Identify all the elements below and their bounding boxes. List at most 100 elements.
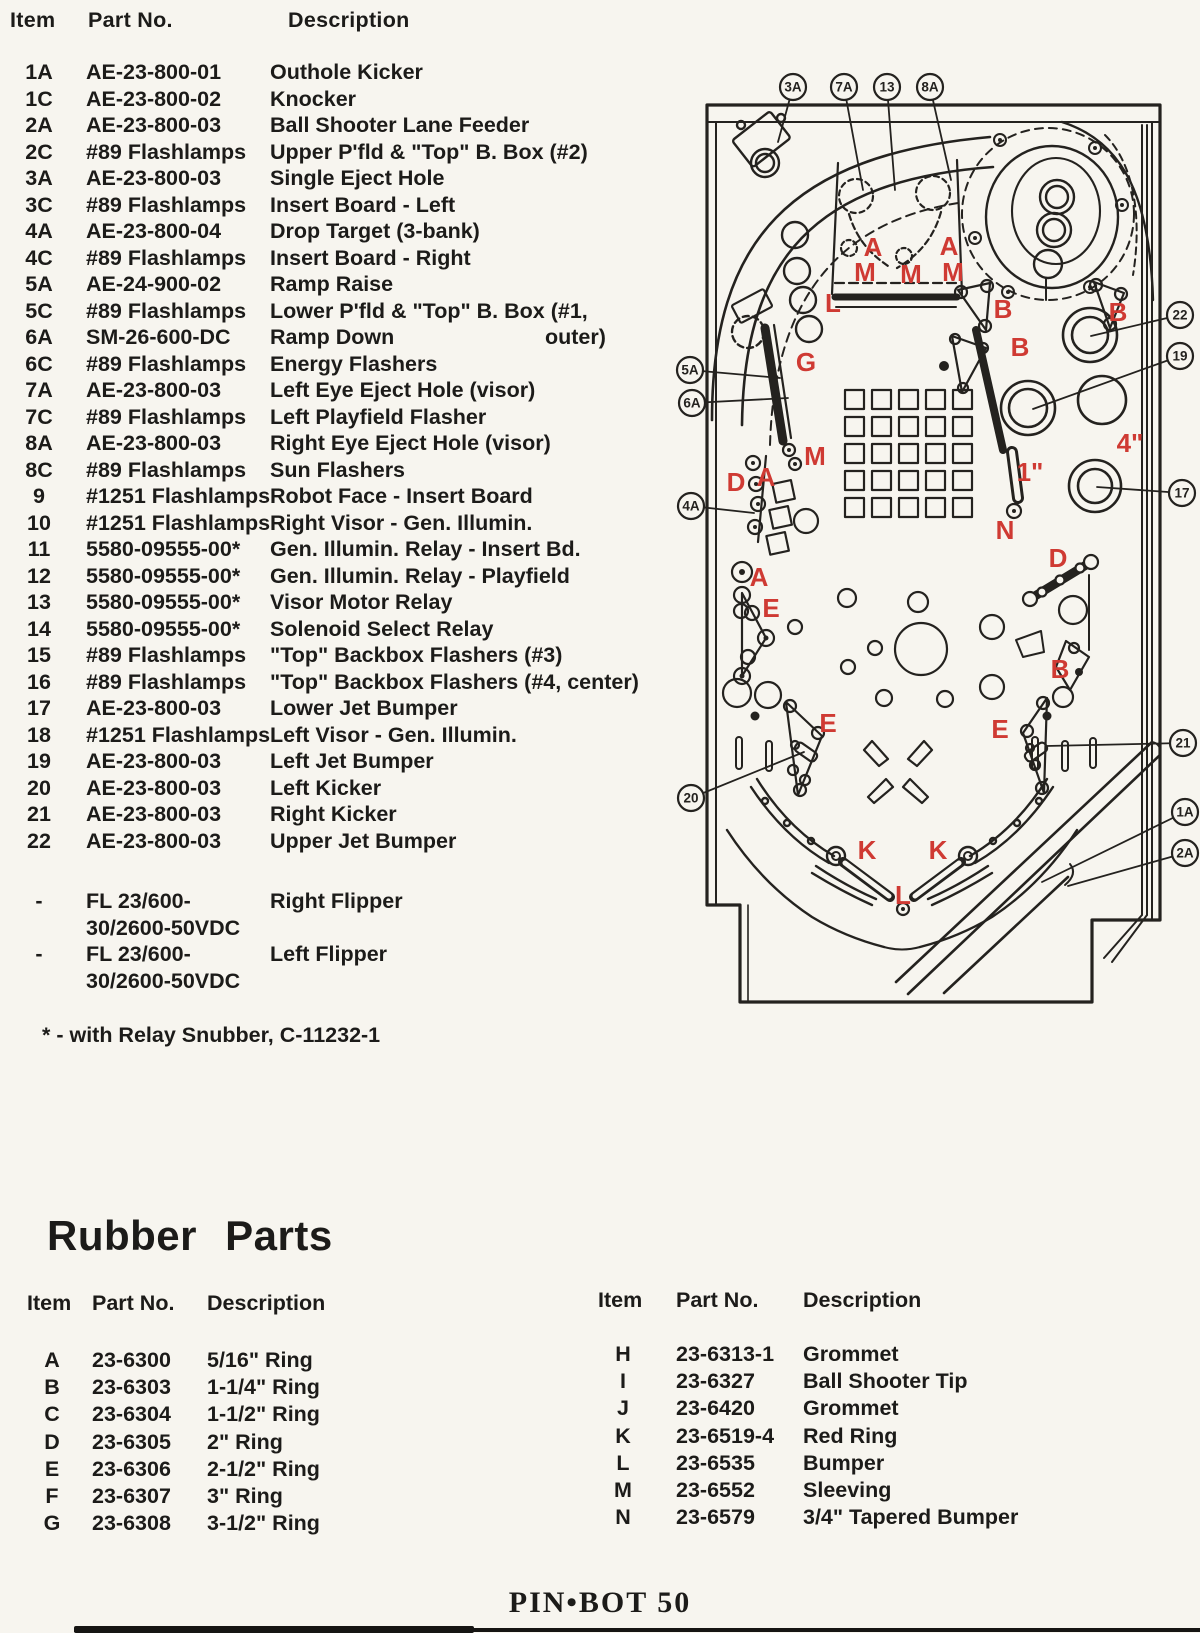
part-item: 5C — [25, 298, 53, 323]
robot-face — [961, 127, 1135, 301]
rubber-description: Grommet — [803, 1396, 899, 1421]
red-label-D: D — [1049, 543, 1068, 573]
rubber-part-number: 23-6306 — [92, 1456, 171, 1481]
flasher-plate-left — [782, 698, 826, 798]
part-item: 8A — [25, 431, 53, 455]
relay-snubber-footnote: * - with Relay Snubber, C-11232-1 — [42, 1023, 381, 1047]
callout-leader-13 — [886, 86, 896, 191]
red-label-L: L — [825, 288, 841, 318]
part-description: Gen. Illumin. Relay - Playfield — [270, 563, 570, 588]
flippers — [825, 845, 979, 917]
visor-target — [870, 442, 893, 465]
part-item: 7C — [25, 404, 53, 429]
parts-header-description: Description — [288, 8, 410, 32]
parts-row: 15#89 Flashlamps"Top" Backbox Flashers (… — [0, 643, 640, 670]
part-number: #89 Flashlamps — [86, 404, 247, 429]
red-label-D: D — [727, 467, 746, 497]
shooter-feeder — [894, 740, 1162, 996]
jet-bumper-rings — [999, 306, 1128, 514]
visor-target — [924, 496, 947, 519]
rubber-description: 5/16" Ring — [207, 1348, 313, 1372]
part-number: #89 Flashlamps — [86, 457, 247, 482]
part-number: AE-23-800-03 — [86, 166, 222, 190]
callout-label-3A: 3A — [784, 80, 802, 95]
rubber-item: K — [615, 1423, 631, 1448]
callout-circle-21 — [1168, 728, 1198, 758]
part-number: AE-23-800-03 — [86, 749, 222, 773]
callout-label-7A: 7A — [835, 80, 853, 95]
part-description: Left Jet Bumper — [270, 749, 434, 773]
rubber-description: Ball Shooter Tip — [803, 1369, 968, 1394]
callout-circle-7A — [829, 72, 859, 102]
part-item: 5A — [25, 272, 53, 296]
part-item: 19 — [27, 749, 51, 773]
rubber-item: E — [44, 1456, 60, 1481]
pinwheel-insert — [862, 739, 934, 805]
part-number: AE-23-800-03 — [86, 828, 222, 853]
part-item: 11 — [27, 537, 51, 561]
part-description: Lower Jet Bumper — [270, 696, 458, 720]
visor-grid — [843, 388, 974, 519]
red-label-M: M — [854, 257, 876, 287]
callout-label-20: 20 — [683, 791, 698, 806]
part-description: Sun Flashers — [270, 457, 406, 482]
part-item: 14 — [27, 616, 51, 641]
part-item: 4C — [25, 245, 53, 270]
rubber-part-number: 23-6300 — [92, 1348, 171, 1372]
part-description: Energy Flashers — [270, 351, 438, 376]
rubber-description: Grommet — [803, 1342, 899, 1366]
rubber-part-number: 23-6308 — [92, 1511, 171, 1536]
rubber-part-number: 23-6327 — [676, 1369, 755, 1394]
part-number: AE-23-800-03 — [86, 802, 222, 826]
scan-edge-artifact-blob — [74, 1626, 474, 1633]
callout-leader-2A — [1067, 852, 1186, 887]
red-label-E: E — [762, 593, 779, 623]
red-label-E: E — [991, 714, 1008, 744]
part-description: Solenoid Select Relay — [270, 616, 494, 641]
part-item: 10 — [27, 510, 51, 535]
rubber-left-header-item: Item — [27, 1291, 72, 1315]
part-number: AE-23-800-03 — [86, 696, 222, 720]
visor-target — [951, 442, 974, 465]
callout-leader-5A — [689, 369, 781, 379]
part-item: 18 — [27, 722, 51, 747]
rubber-part-number: 23-6304 — [92, 1402, 171, 1427]
right-drop-bar — [939, 277, 1129, 692]
part-item: 16 — [27, 669, 51, 694]
flipper-description: Right Flipper — [270, 889, 403, 913]
red-label-B: B — [1109, 297, 1128, 327]
rubber-parts-title: Rubber Parts — [47, 1212, 333, 1259]
single-eject-hole — [732, 111, 791, 179]
rubber-item: L — [616, 1450, 630, 1475]
red-label-4in: 4" — [1117, 428, 1144, 458]
rubber-description: 3-1/2" Ring — [207, 1511, 320, 1536]
part-number: 5580-09555-00* — [86, 590, 241, 614]
part-description: "Top" Backbox Flashers (#4, center) — [270, 669, 639, 694]
part-item: 9 — [33, 484, 45, 508]
visor-assembly — [830, 158, 964, 308]
part-item: 21 — [27, 802, 51, 826]
rubber-item: F — [45, 1483, 59, 1508]
callout-circle-4A — [676, 491, 706, 521]
visor-target — [897, 388, 920, 411]
part-item: 3A — [25, 166, 53, 190]
callout-label-5A: 5A — [681, 363, 699, 378]
part-description: Outhole Kicker — [270, 60, 423, 84]
part-description: Upper Jet Bumper — [270, 828, 457, 853]
part-number: 5580-09555-00* — [86, 616, 241, 641]
part-number: AE-23-800-02 — [86, 86, 222, 111]
callout-circle-2A — [1170, 838, 1200, 868]
rubber-part-number: 23-6313-1 — [676, 1342, 775, 1366]
